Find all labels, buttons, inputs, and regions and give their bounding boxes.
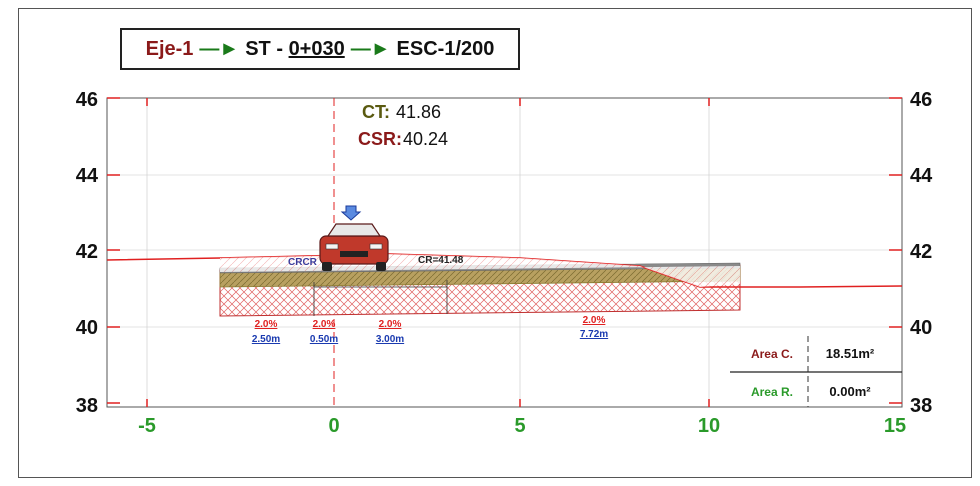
y-tick-label: 42: [76, 241, 98, 263]
y-tick-label-right: 44: [910, 165, 933, 187]
slope-width: 3.00m: [376, 334, 404, 345]
axis-ticks: [107, 97, 902, 407]
x-tick-label: -5: [138, 415, 156, 437]
grid: [107, 98, 902, 407]
plot-area: [106, 97, 903, 408]
y-tick-label: 38: [76, 395, 98, 417]
ct-value: 41.86: [396, 102, 441, 122]
car-icon: [319, 205, 389, 271]
x-tick-label: 10: [698, 415, 720, 437]
fill-area-value: 0.00m²: [829, 384, 871, 399]
station-label: ST -: [245, 37, 283, 60]
slope-pct: 2.0%: [313, 319, 336, 330]
y-tick-label: 40: [76, 317, 98, 339]
csr-value: 40.24: [403, 129, 448, 149]
y-tick-label-right: 38: [910, 395, 932, 417]
slope-width: 0.50m: [310, 334, 338, 345]
fill-area-label: Area R.: [751, 385, 793, 399]
area-table: Area C. 18.51m² Area R. 0.00m²: [730, 336, 902, 407]
ct-label: CT:: [362, 102, 390, 122]
y-tick-label: 44: [76, 165, 99, 187]
cr-left-label: CRCR: [288, 257, 318, 268]
arrow-icon: —►: [350, 37, 391, 60]
slope-annotations: 2.0% 2.50m 2.0% 0.50m 2.0% 3.00m 2.0% 7.…: [252, 315, 608, 345]
x-tick-label: 5: [514, 415, 525, 437]
x-tick-label: 0: [328, 415, 339, 437]
axis-name: Eje-1: [145, 37, 194, 60]
csr-label: CSR:: [358, 129, 402, 149]
slope-pct: 2.0%: [583, 315, 606, 326]
cr-right-label: CR=41.48: [418, 255, 464, 266]
slope-pct: 2.0%: [255, 319, 278, 330]
scale-label: ESC-: [396, 37, 445, 60]
cut-area-value: 18.51m²: [826, 346, 875, 361]
section-title-box: Eje-1 —► ST - 0+030 —► ESC- 1/200: [120, 28, 520, 70]
slope-pct: 2.0%: [379, 319, 402, 330]
slope-width: 2.50m: [252, 334, 280, 345]
y-tick-label-right: 40: [910, 317, 932, 339]
y-tick-label-right: 42: [910, 241, 932, 263]
y-tick-label: 46: [76, 89, 98, 111]
x-tick-label: 15: [884, 415, 906, 437]
drawing-frame: [18, 8, 972, 478]
scale-value: 1/200: [444, 37, 495, 60]
station-value: 0+030: [288, 37, 345, 60]
y-tick-label-right: 46: [910, 89, 932, 111]
slope-width: 7.72m: [580, 329, 608, 340]
cut-area-label: Area C.: [751, 347, 793, 361]
arrow-icon: —►: [199, 37, 240, 60]
